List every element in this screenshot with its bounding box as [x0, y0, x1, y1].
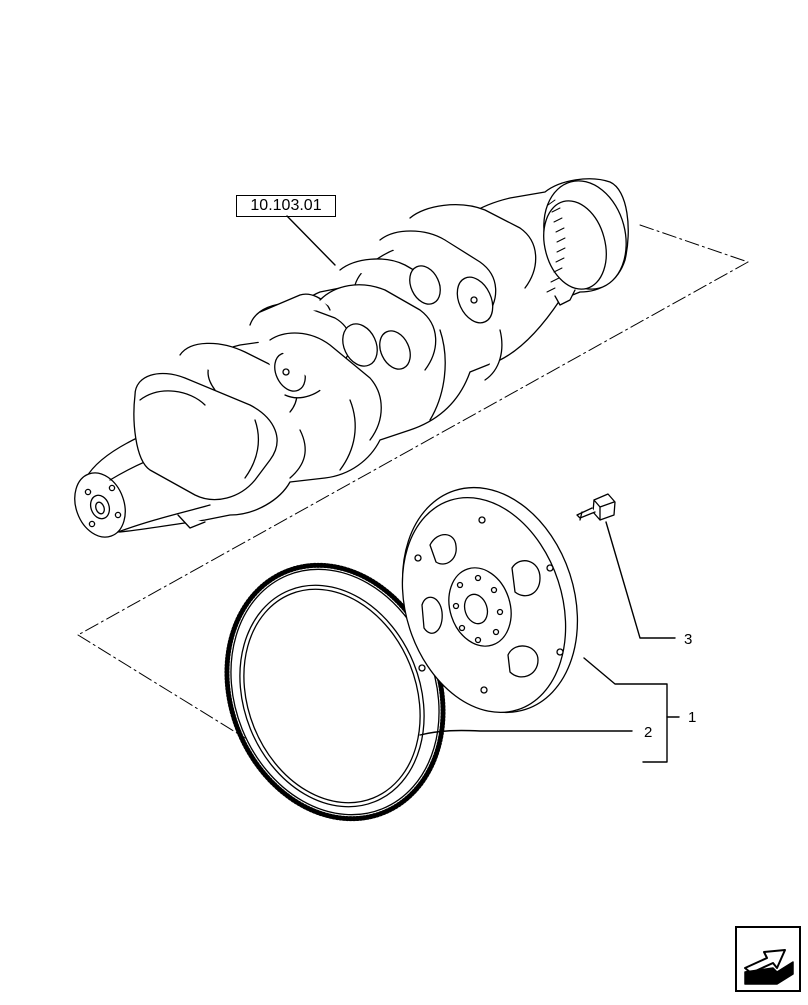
next-page-arrow-icon [744, 949, 794, 985]
callout-2: 2 [644, 724, 653, 741]
crankshaft [74, 178, 629, 538]
reference-leader-line [286, 215, 336, 266]
reference-label[interactable]: 10.103.01 [236, 195, 336, 217]
callout-leaders [419, 521, 680, 763]
flex-plate [401, 486, 579, 714]
callout-1: 1 [688, 709, 697, 726]
next-page-button[interactable] [735, 926, 801, 992]
bolt [576, 493, 616, 521]
assembly-axis-lines [77, 224, 749, 739]
callout-3: 3 [684, 631, 693, 648]
